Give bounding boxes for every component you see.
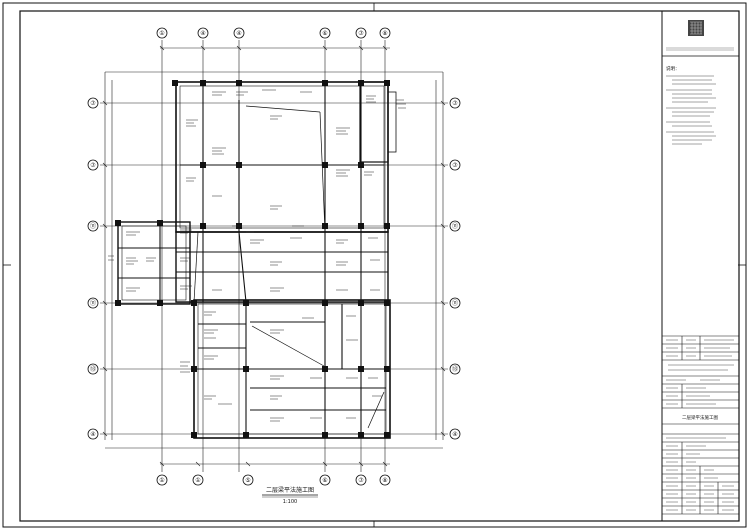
top-axis-bubbles	[156, 27, 391, 39]
left-axis-label: ⑪	[90, 222, 96, 230]
drawing-scale: 1:100	[283, 499, 297, 505]
columns	[115, 80, 390, 438]
left-axis-label: ⑬	[90, 365, 96, 373]
notes-list	[666, 75, 716, 145]
top-axis-label: ①	[159, 30, 164, 37]
right-axis-label: ⑪	[452, 299, 458, 307]
top-axis-label: ⑧	[382, 30, 387, 37]
bottom-axis-label: ①	[159, 477, 164, 484]
left-axis-label: ⑦	[90, 100, 96, 107]
company-name-rule	[666, 47, 734, 51]
top-axis-label: ⑦	[358, 30, 364, 37]
bottom-axis-label: ⑧	[382, 477, 387, 484]
bottom-axis-bubbles	[156, 474, 391, 486]
left-axis-label: ④	[90, 431, 95, 438]
dimension-lines	[102, 45, 446, 467]
company-logo-icon	[688, 20, 704, 36]
title-block: 说明：	[662, 20, 739, 515]
notes-heading: 说明：	[666, 65, 680, 72]
right-axis-label: ⑬	[452, 365, 458, 373]
left-axis-bubbles	[87, 97, 99, 440]
bottom-axis-label: ⑤	[245, 477, 250, 484]
inner-frame	[19, 10, 740, 522]
title-block-grid	[662, 335, 739, 515]
left-axis-label: ⑪	[90, 299, 96, 307]
top-axis-label: ④	[236, 30, 241, 37]
bottom-axis-label: ⑦	[358, 477, 364, 484]
right-axis-label: ④	[452, 431, 457, 438]
right-axis-bubbles	[449, 97, 461, 440]
left-axis-label: ⑦	[90, 162, 96, 169]
title-block-entries	[666, 339, 734, 511]
top-axis-label: ④	[200, 30, 205, 37]
bottom-axis-label: ⑥	[322, 477, 327, 484]
opening-marks	[193, 105, 385, 429]
drawing-title: 二层梁平法施工图	[266, 486, 314, 494]
sheet-name: 二层梁平法施工图	[682, 414, 718, 421]
right-axis-label: ⑦	[452, 100, 458, 107]
right-axis-label: ⑪	[452, 222, 458, 230]
bottom-axis-label: ①	[195, 477, 200, 484]
interior-beams	[118, 86, 390, 438]
beam-annotations	[108, 89, 406, 422]
top-axis-label: ⑥	[322, 30, 327, 37]
right-axis-label: ⑦	[452, 162, 458, 169]
